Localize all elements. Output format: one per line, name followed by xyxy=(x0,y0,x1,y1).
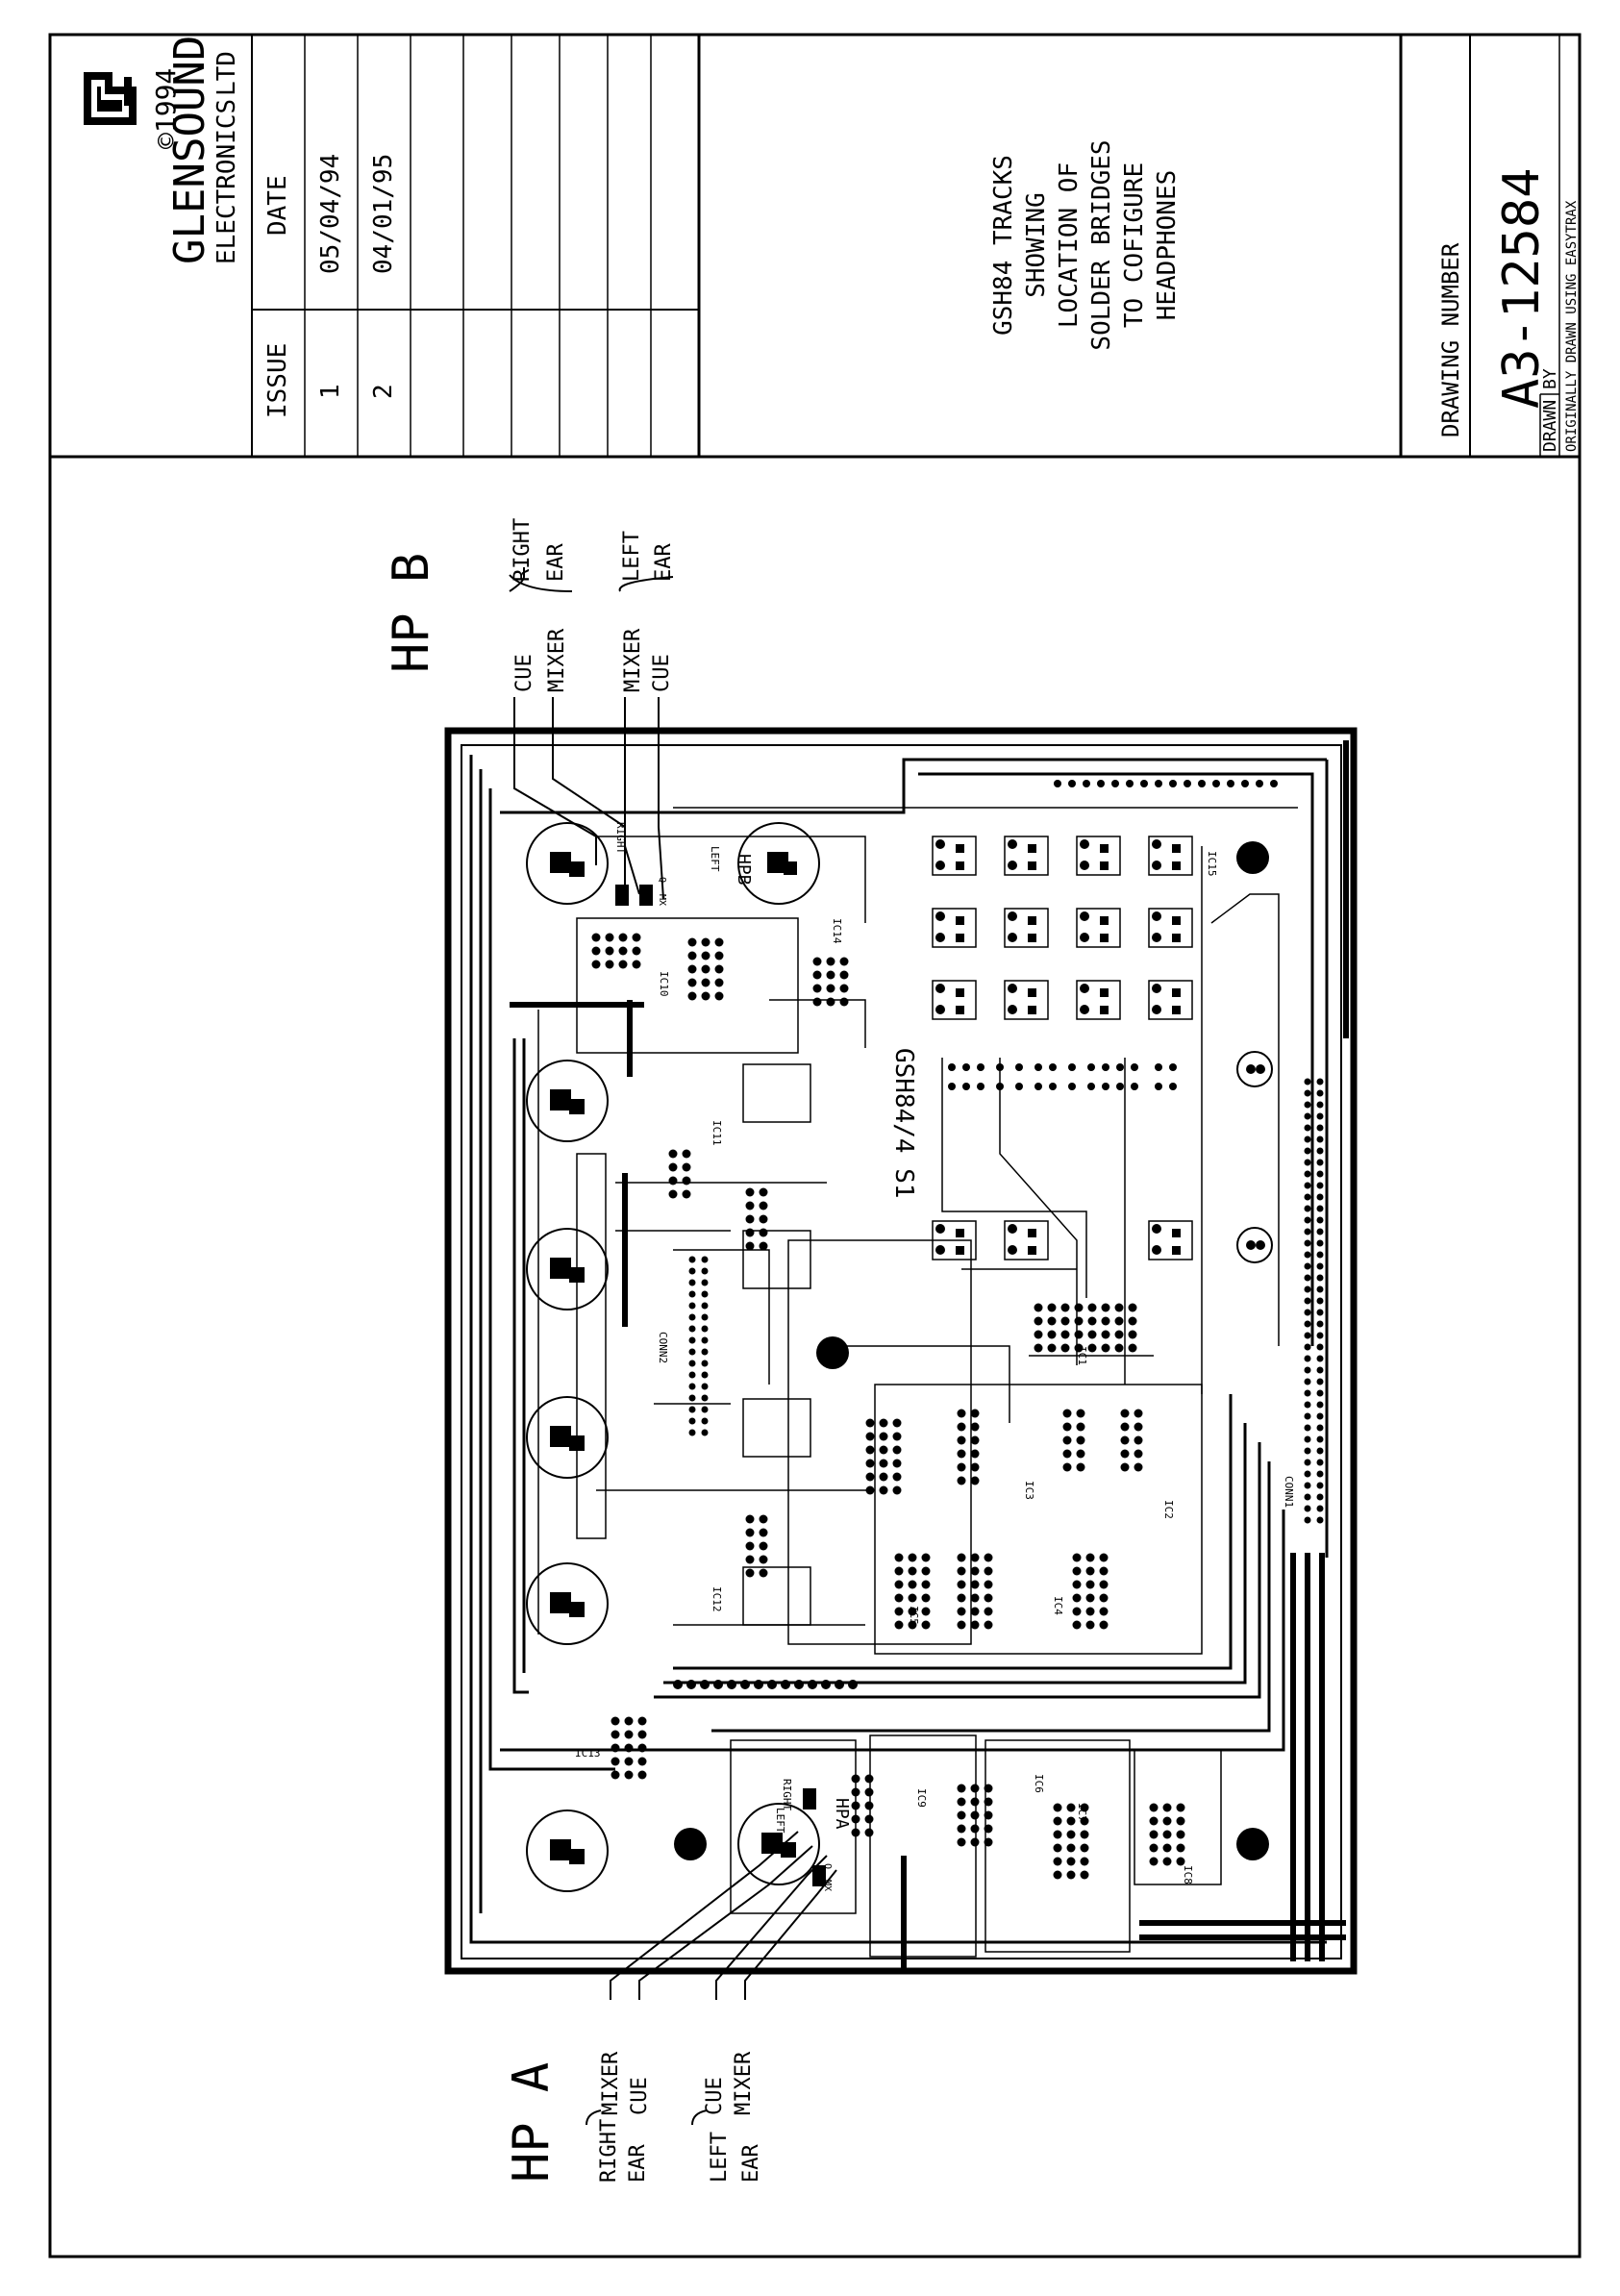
hp-b-title: HP B xyxy=(383,553,440,673)
ic5-label: IC5 xyxy=(908,1606,920,1625)
issue-row-lines xyxy=(304,35,652,457)
copyright: ©1994 xyxy=(150,68,182,149)
drawn-by-label: DRAWN BY xyxy=(1540,368,1560,452)
glensound-logo xyxy=(84,72,137,125)
svg-text:SHOWING: SHOWING xyxy=(1022,192,1051,298)
svg-text:CUE: CUE xyxy=(650,654,674,692)
svg-text:MIXER: MIXER xyxy=(545,628,569,692)
svg-text:HPB: HPB xyxy=(734,854,754,886)
company-name: GLENSOUND xyxy=(165,36,214,264)
mounting-holes xyxy=(674,841,1269,1860)
hp-a-solder-pad: HPA LEFT RIGHT MX Q xyxy=(774,1779,852,1891)
outer-frame xyxy=(48,33,1582,2259)
title-block: GLENSOUND ELECTRONICS LTD ©1994 ISSUE DA… xyxy=(84,35,1580,457)
issue-2: 2 xyxy=(369,384,398,399)
date-header: DATE xyxy=(263,175,292,236)
svg-text:RIGHT: RIGHT xyxy=(781,1779,793,1810)
description: GSH84 TRACKS SHOWING LOCATION OF SOLDER … xyxy=(989,139,1182,350)
ic7-label: IC7 xyxy=(1076,1803,1088,1822)
svg-text:RIGHT: RIGHT xyxy=(597,2119,621,2183)
conn2-label: CONN2 xyxy=(657,1332,669,1363)
conn1-label: CONN1 xyxy=(1283,1476,1295,1508)
ic10-label: IC10 xyxy=(658,971,670,997)
ic1-label: IC1 xyxy=(1076,1346,1088,1365)
pcb-board xyxy=(444,727,1358,1975)
svg-text:MIXER: MIXER xyxy=(599,2051,623,2115)
ic4-label: IC4 xyxy=(1052,1596,1064,1615)
hp-b-solder-pad: HPB LEFT RIGHT MX Q xyxy=(614,822,754,906)
svg-text:HPA: HPA xyxy=(832,1798,852,1830)
svg-text:RIGHT: RIGHT xyxy=(614,822,627,854)
ic9-label: IC9 xyxy=(915,1788,928,1808)
ic2-label: IC2 xyxy=(1162,1500,1175,1519)
date-2: 04/01/95 xyxy=(369,154,398,274)
svg-text:CUE: CUE xyxy=(512,654,536,692)
svg-text:CUE: CUE xyxy=(628,2077,652,2115)
svg-text:MX: MX xyxy=(822,1880,833,1891)
ic6-label: IC6 xyxy=(1033,1774,1045,1793)
svg-text:MX: MX xyxy=(657,894,667,906)
ic12-label: IC12 xyxy=(710,1586,723,1612)
svg-text:CUE: CUE xyxy=(703,2077,727,2115)
svg-text:LOCATION OF: LOCATION OF xyxy=(1055,162,1084,328)
svg-text:Q: Q xyxy=(822,1863,833,1869)
ic11-label: IC11 xyxy=(710,1120,723,1146)
svg-text:SOLDER BRIDGES: SOLDER BRIDGES xyxy=(1087,139,1116,350)
board-labels: GSH84/4 S1 IC1 IC2 IC3 IC4 IC5 IC6 IC7 I… xyxy=(575,822,1295,1891)
origin-note: ORIGINALLY DRAWN USING EASYTRAX xyxy=(1564,200,1580,452)
issue-1: 1 xyxy=(316,384,345,399)
hp-a-annotation: HP A MIXER CUE RIGHT EAR CUE MIXER LEFT … xyxy=(503,1831,837,2183)
board-label: GSH84/4 S1 xyxy=(889,1048,918,1199)
svg-text:MIXER: MIXER xyxy=(732,2051,756,2115)
svg-text:TO COFIGURE: TO COFIGURE xyxy=(1120,162,1149,328)
ic14-label: IC14 xyxy=(831,918,843,944)
drawing-number: A3-12584 xyxy=(1493,168,1551,409)
svg-text:GSH84 TRACKS: GSH84 TRACKS xyxy=(989,155,1018,336)
svg-text:LEFT: LEFT xyxy=(620,531,644,582)
svg-text:EAR: EAR xyxy=(739,2144,763,2183)
date-1: 05/04/94 xyxy=(316,154,345,274)
ic15-label: IC15 xyxy=(1206,851,1218,877)
hp-a-title: HP A xyxy=(503,2062,561,2183)
svg-text:EAR: EAR xyxy=(652,543,676,582)
ic13-label: IC13 xyxy=(575,1747,601,1759)
component-pads xyxy=(591,780,1324,1880)
svg-text:LEFT: LEFT xyxy=(708,2132,732,2183)
svg-text:LEFT: LEFT xyxy=(774,1808,786,1834)
svg-text:RIGHT: RIGHT xyxy=(511,518,535,582)
svg-text:EAR: EAR xyxy=(626,2144,650,2183)
issue-header: ISSUE xyxy=(263,343,292,418)
company-ltd: LTD xyxy=(212,51,241,96)
svg-text:LEFT: LEFT xyxy=(709,846,721,872)
svg-text:MIXER: MIXER xyxy=(621,628,645,692)
drawing-number-label: DRAWING NUMBER xyxy=(1437,242,1464,437)
svg-text:EAR: EAR xyxy=(544,543,568,582)
ic8-label: IC8 xyxy=(1182,1865,1194,1884)
svg-text:HEADPHONES: HEADPHONES xyxy=(1153,170,1182,321)
ic3-label: IC3 xyxy=(1023,1481,1035,1500)
company-sub: ELECTRONICS xyxy=(212,99,241,264)
hp-b-annotation: HP B CUE MIXER RIGHT EAR MIXER CUE LEFT … xyxy=(383,518,676,900)
